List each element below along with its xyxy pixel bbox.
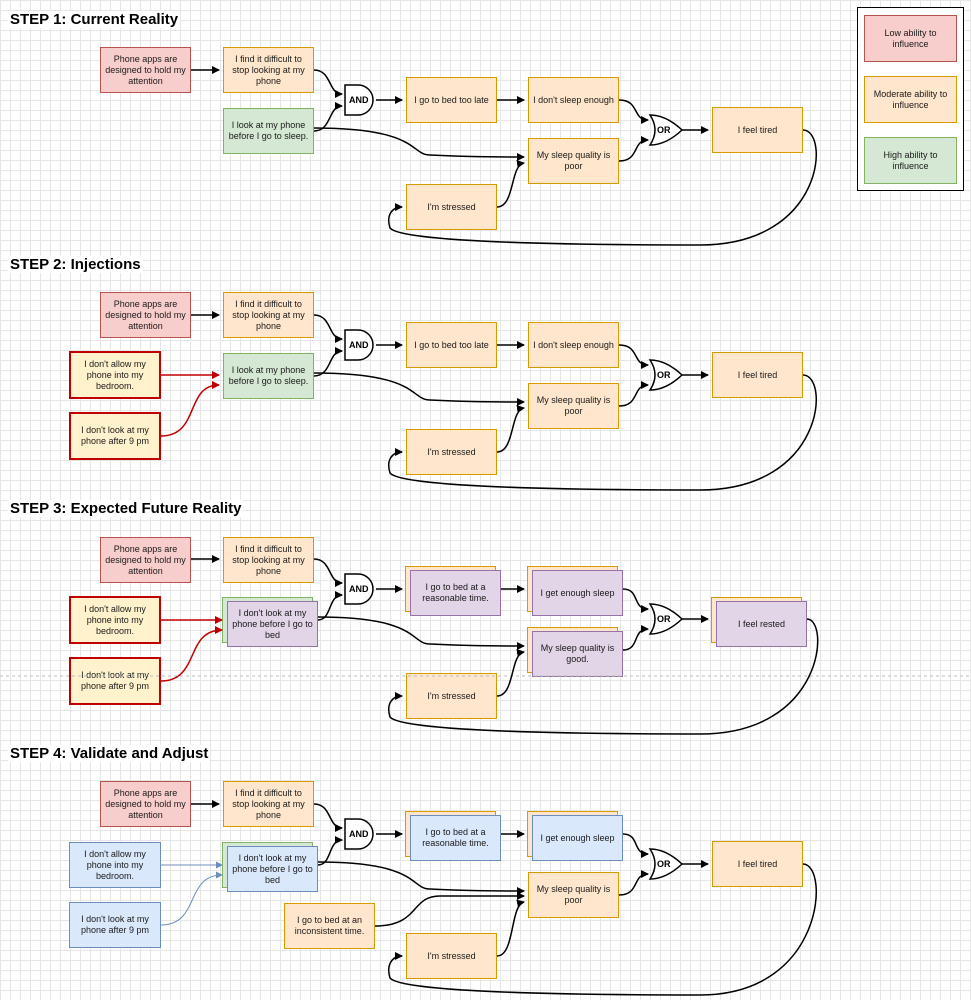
step3-not-sleep: I get enough sleep (532, 570, 623, 616)
step1-and-gate (344, 84, 374, 116)
step1-or-gate (648, 114, 684, 146)
step1-phone-apps: Phone apps are designed to hold my atten… (100, 47, 191, 93)
step3-no-bedroom: I don't allow my phone into my bedroom. (69, 596, 161, 644)
step2-and-label: AND (349, 340, 369, 350)
step2-stressed: I'm stressed (406, 429, 497, 475)
step2-or-gate (648, 359, 684, 391)
step3-phone-apps: Phone apps are designed to hold my atten… (100, 537, 191, 583)
step2-and-gate (344, 329, 374, 361)
step3-title: STEP 3: Expected Future Reality (8, 500, 244, 517)
step1-difficult-stop: I find it difficult to stop looking at m… (223, 47, 314, 93)
step4-not-sleep: I get enough sleep (532, 815, 623, 861)
step4-or-label: OR (657, 859, 671, 869)
step2-phone-apps: Phone apps are designed to hold my atten… (100, 292, 191, 338)
step1-not-sleep: I don't sleep enough (528, 77, 619, 123)
step3-look-phone: I don't look at my phone before I go to … (227, 601, 318, 647)
step3-connectors (191, 555, 819, 735)
step4-inconsistent: I go to bed at an inconsistent time. (284, 903, 375, 949)
step4-quality: My sleep quality is poor (528, 872, 619, 918)
step3-after9: I don't look at my phone after 9 pm (69, 657, 161, 705)
legend-moderate: Moderate ability to influence (864, 76, 957, 123)
step4-bed-late: I go to bed at a reasonable time. (410, 815, 501, 861)
step1-tired: I feel tired (712, 107, 803, 153)
step2-title: STEP 2: Injections (8, 256, 143, 273)
step2-difficult-stop: I find it difficult to stop looking at m… (223, 292, 314, 338)
step3-tired: I feel rested (716, 601, 807, 647)
step1-and-label: AND (349, 95, 369, 105)
step2-not-sleep: I don't sleep enough (528, 322, 619, 368)
step4-injection-arrows (160, 861, 223, 926)
legend-high: High ability to influence (864, 137, 957, 184)
step2-no-bedroom: I don't allow my phone into my bedroom. (69, 351, 161, 399)
step3-and-label: AND (349, 584, 369, 594)
step3-stressed: I'm stressed (406, 673, 497, 719)
step4-connectors (191, 800, 818, 996)
step3-quality: My sleep quality is good. (532, 631, 623, 677)
step3-injection-arrows (160, 616, 223, 682)
step2-or-label: OR (657, 370, 671, 380)
step3-or-label: OR (657, 614, 671, 624)
step4-stressed: I'm stressed (406, 933, 497, 979)
step2-connectors (191, 311, 818, 491)
step2-after9: I don't look at my phone after 9 pm (69, 412, 161, 460)
step4-or-gate (648, 848, 684, 880)
step2-quality: My sleep quality is poor (528, 383, 619, 429)
step2-look-phone: I look at my phone before I go to sleep. (223, 353, 314, 399)
step2-injection-arrows (160, 371, 220, 437)
step2-bed-late: I go to bed too late (406, 322, 497, 368)
step3-difficult-stop: I find it difficult to stop looking at m… (223, 537, 314, 583)
step3-or-gate (648, 603, 684, 635)
step3-bed-late: I go to bed at a reasonable time. (410, 570, 501, 616)
legend-low: Low ability to influence (864, 15, 957, 62)
step1-bed-late: I go to bed too late (406, 77, 497, 123)
step1-title: STEP 1: Current Reality (8, 11, 181, 28)
step4-no-bedroom: I don't allow my phone into my bedroom. (69, 842, 161, 888)
step1-or-label: OR (657, 125, 671, 135)
step3-and-gate (344, 573, 374, 605)
step4-and-label: AND (349, 829, 369, 839)
step1-stressed: I'm stressed (406, 184, 497, 230)
step4-after9: I don't look at my phone after 9 pm (69, 902, 161, 948)
step4-difficult-stop: I find it difficult to stop looking at m… (223, 781, 314, 827)
step4-title: STEP 4: Validate and Adjust (8, 745, 211, 762)
step4-phone-apps: Phone apps are designed to hold my atten… (100, 781, 191, 827)
step2-tired: I feel tired (712, 352, 803, 398)
step1-connectors (191, 66, 818, 246)
step4-and-gate (344, 818, 374, 850)
step4-look-phone: I don't look at my phone before I go to … (227, 846, 318, 892)
step4-tired: I feel tired (712, 841, 803, 887)
step1-quality: My sleep quality is poor (528, 138, 619, 184)
step1-look-phone: I look at my phone before I go to sleep. (223, 108, 314, 154)
